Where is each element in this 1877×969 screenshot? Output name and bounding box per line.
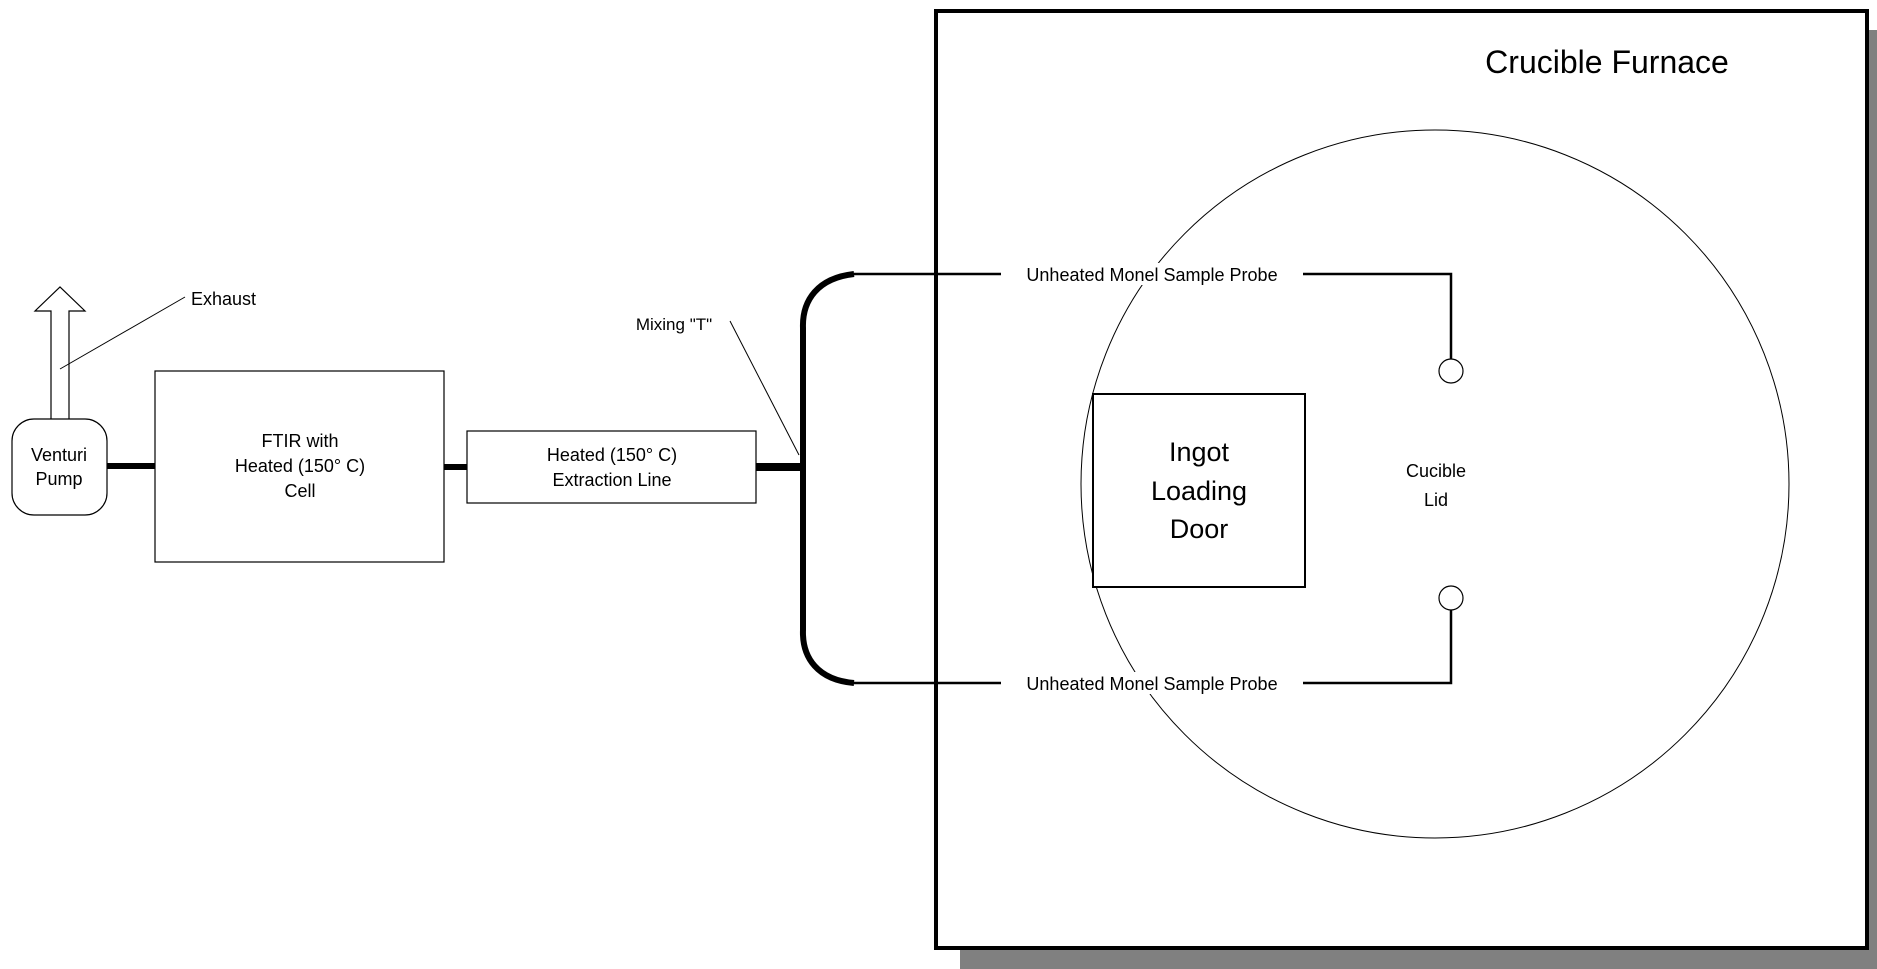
ftir-label-line2: Heated (150° C) [235, 456, 365, 476]
mixing-t-label: Mixing "T" [636, 315, 712, 334]
furnace-border [934, 9, 1869, 950]
extraction-label-line1: Heated (150° C) [547, 445, 677, 465]
door-label-line1: Ingot [1169, 437, 1230, 467]
door-label-line3: Door [1170, 514, 1229, 544]
probe-label-bottom-bg [1001, 672, 1303, 694]
furnace-shadow-side [1867, 30, 1877, 969]
probe-port-bottom [1438, 585, 1464, 611]
extraction-line-box [466, 430, 757, 504]
ftir-box [154, 370, 445, 563]
venturi-pump [11, 418, 108, 516]
probe-label-top-bg [1001, 263, 1303, 285]
mixing-t-manifold [799, 271, 855, 686]
crucible-lid-circle [1080, 129, 1790, 839]
exhaust-leader [59, 296, 186, 370]
ingot-loading-door [1092, 393, 1306, 588]
probe-port-top [1438, 358, 1464, 384]
pump-label-line2: Pump [35, 469, 82, 489]
exhaust-arrow [33, 286, 87, 422]
lid-label-line1: Cucible [1406, 461, 1466, 481]
ftir-label-line1: FTIR with [261, 431, 338, 451]
pump-label-line1: Venturi [31, 445, 87, 465]
furnace-shadow [960, 948, 1877, 969]
probe-label-bottom: Unheated Monel Sample Probe [1026, 674, 1277, 694]
probe-label-top: Unheated Monel Sample Probe [1026, 265, 1277, 285]
extraction-label-line2: Extraction Line [552, 470, 671, 490]
ftir-label-line3: Cell [284, 481, 315, 501]
door-label-line2: Loading [1151, 476, 1247, 506]
exhaust-label: Exhaust [191, 289, 256, 309]
mixing-t-leader [729, 320, 800, 456]
furnace-title: Crucible Furnace [1485, 44, 1729, 80]
lid-label-line2: Lid [1424, 490, 1448, 510]
